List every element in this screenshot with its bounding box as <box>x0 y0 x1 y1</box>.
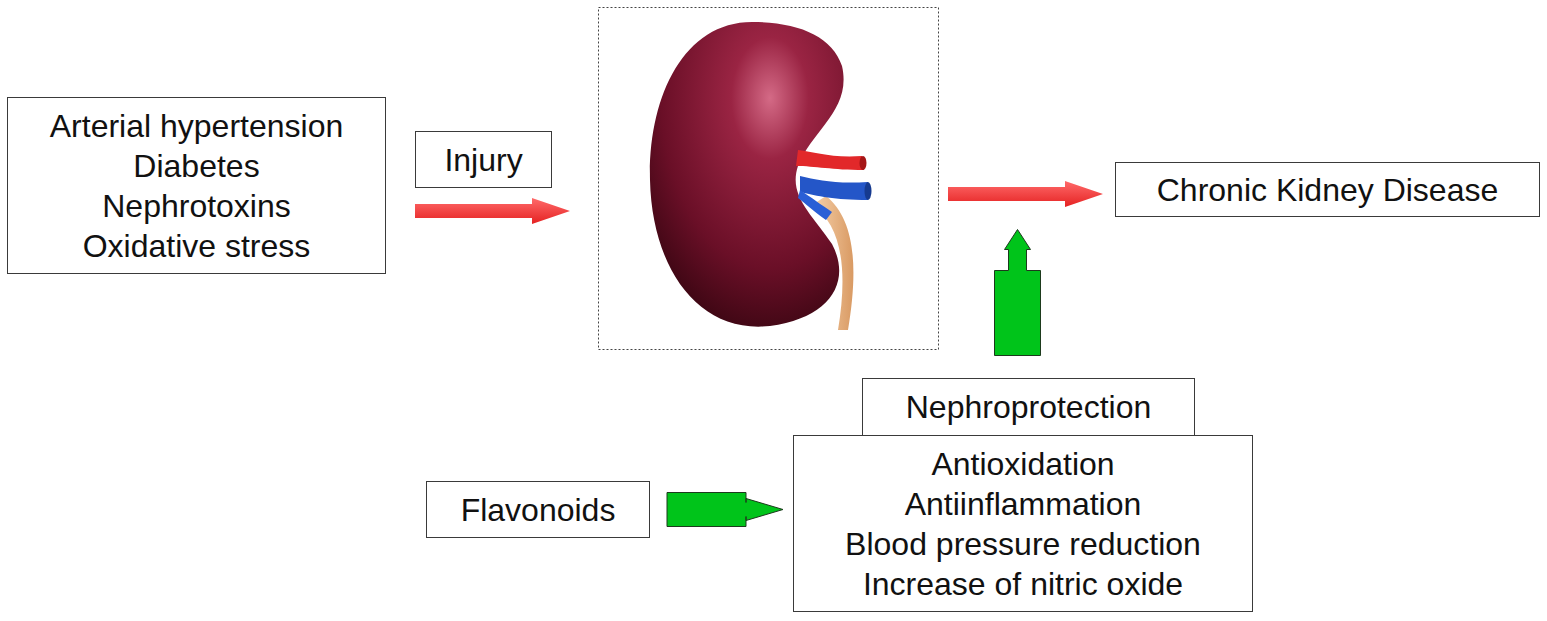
protection-arrow <box>995 230 1041 356</box>
node-text: Injury <box>444 140 522 180</box>
node-text: Nephroprotection <box>906 387 1151 427</box>
node-text: Flavonoids <box>461 490 616 530</box>
risk-factor-box: Arterial hypertensionDiabetesNephrotoxin… <box>7 97 386 274</box>
node-text: Blood pressure reduction <box>845 524 1201 564</box>
label-box: Nephroprotection <box>862 378 1195 436</box>
node-text: Oxidative stress <box>83 226 311 266</box>
progression-arrow <box>948 181 1103 207</box>
injury-arrow <box>415 198 570 224</box>
block-arrow <box>667 493 783 527</box>
node-text: Chronic Kidney Disease <box>1157 170 1499 210</box>
node-text: Increase of nitric oxide <box>863 564 1183 604</box>
node-text: Antioxidation <box>931 444 1114 484</box>
kidney <box>650 22 844 327</box>
outcome-box: Chronic Kidney Disease <box>1115 162 1540 217</box>
artery-end <box>860 156 867 170</box>
node-text: Nephrotoxins <box>102 186 291 226</box>
agent-box: Flavonoids <box>426 481 650 538</box>
label-box: Injury <box>415 131 552 188</box>
vein-end <box>865 182 872 200</box>
kidney-frame <box>599 8 939 350</box>
renal-artery <box>796 150 864 170</box>
renal-vein <box>800 176 868 200</box>
node-text: Arterial hypertension <box>50 106 343 146</box>
renal-vein-branch <box>798 190 832 220</box>
effect-box: AntioxidationAntiinflammationBlood press… <box>793 435 1253 612</box>
node-text: Diabetes <box>133 146 259 186</box>
node-text: Antiinflammation <box>905 484 1142 524</box>
